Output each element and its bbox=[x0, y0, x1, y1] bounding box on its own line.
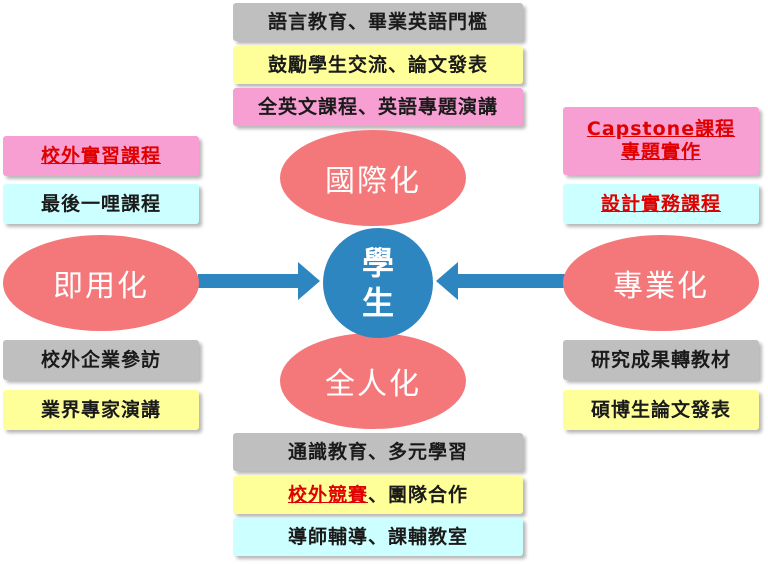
bottom-box-competition-rest: 、團隊合作 bbox=[368, 483, 469, 506]
top-box-english-courses: 全英文課程、英語專題演講 bbox=[233, 88, 523, 126]
node-internationalization: 國際化 bbox=[280, 130, 466, 226]
center-student-line2: 生 bbox=[361, 284, 394, 322]
top-box-language-text: 語言教育、畢業英語門檻 bbox=[267, 10, 488, 33]
center-student: 學 生 bbox=[323, 228, 433, 338]
left-box-expert-talk-text: 業界專家演講 bbox=[40, 398, 161, 421]
right-box-thesis: 碩博生論文發表 bbox=[563, 390, 759, 430]
bottom-box-mentoring-text: 導師輔導、課輔教室 bbox=[287, 525, 468, 548]
bottom-box-competition: 校外競賽、團隊合作 bbox=[233, 476, 523, 514]
right-box-thesis-text: 碩博生論文發表 bbox=[590, 398, 731, 421]
left-arrow bbox=[198, 262, 320, 300]
right-box-design: 設計實務課程 bbox=[563, 184, 759, 224]
right-box-design-text: 設計實務課程 bbox=[600, 192, 721, 215]
top-box-language: 語言教育、畢業英語門檻 bbox=[233, 3, 523, 41]
right-box-capstone-line2: 專題實作 bbox=[620, 141, 701, 163]
left-box-last-mile: 最後一哩課程 bbox=[3, 184, 199, 224]
left-box-company-visit-text: 校外企業參訪 bbox=[40, 348, 161, 371]
center-student-line1: 學 bbox=[361, 244, 394, 282]
right-box-research-material-text: 研究成果轉教材 bbox=[590, 348, 731, 371]
left-box-internship-text: 校外實習課程 bbox=[40, 144, 161, 167]
bottom-box-general-education-text: 通識教育、多元學習 bbox=[287, 440, 468, 463]
node-internationalization-label: 國際化 bbox=[325, 164, 421, 199]
right-arrow bbox=[436, 262, 568, 300]
right-box-research-material: 研究成果轉教材 bbox=[563, 340, 759, 380]
bottom-box-general-education: 通識教育、多元學習 bbox=[233, 433, 523, 471]
node-professional: 專業化 bbox=[563, 235, 759, 331]
right-box-capstone: Capstone課程 專題實作 bbox=[563, 107, 759, 175]
node-practical-label: 即用化 bbox=[53, 269, 149, 304]
bottom-box-competition-highlight: 校外競賽 bbox=[287, 483, 368, 506]
left-box-expert-talk: 業界專家演講 bbox=[3, 390, 199, 430]
node-holistic: 全人化 bbox=[280, 333, 466, 429]
left-box-internship: 校外實習課程 bbox=[3, 136, 199, 176]
bottom-box-mentoring: 導師輔導、課輔教室 bbox=[233, 518, 523, 556]
top-box-exchange: 鼓勵學生交流、論文發表 bbox=[233, 46, 523, 84]
left-box-company-visit: 校外企業參訪 bbox=[3, 340, 199, 380]
top-box-exchange-text: 鼓勵學生交流、論文發表 bbox=[267, 53, 488, 76]
node-holistic-label: 全人化 bbox=[325, 367, 421, 402]
top-box-english-courses-text: 全英文課程、英語專題演講 bbox=[257, 95, 498, 118]
left-box-last-mile-text: 最後一哩課程 bbox=[40, 192, 161, 215]
node-practical: 即用化 bbox=[3, 235, 199, 331]
node-professional-label: 專業化 bbox=[613, 269, 709, 304]
right-box-capstone-line1: Capstone課程 bbox=[586, 118, 736, 141]
